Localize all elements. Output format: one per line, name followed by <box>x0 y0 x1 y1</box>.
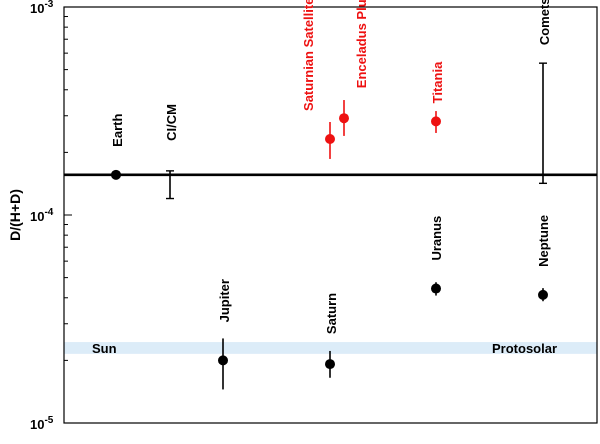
earth-label: Earth <box>110 114 125 147</box>
titania-marker <box>431 116 441 127</box>
y-tick-label: 10-4 <box>30 207 54 224</box>
enceladus-plume-label: Enceladus Plume <box>354 0 369 88</box>
neptune-marker <box>538 289 548 300</box>
protosolar-band <box>64 342 597 354</box>
comets-label: Comets <box>537 0 552 45</box>
jupiter-label: Jupiter <box>217 279 232 322</box>
band-label-left: Sun <box>92 341 117 356</box>
saturnian-satellites-marker <box>325 133 335 144</box>
jupiter-marker <box>218 355 228 366</box>
band-layer: Sun Protosolar <box>64 341 597 356</box>
enceladus-plume-marker <box>339 113 349 124</box>
ci-cm-label: CI/CM <box>164 104 179 141</box>
y-tick-label: 10-5 <box>30 415 54 432</box>
saturn-label: Saturn <box>324 293 339 334</box>
titania-label: Titania <box>430 61 445 103</box>
data-points <box>111 62 548 390</box>
y-axis: 10-3 10-4 10-5 <box>30 0 72 432</box>
uranus-marker <box>431 283 441 294</box>
y-axis-label: D/(H+D) <box>7 189 23 241</box>
saturnian-satellites-label: Saturnian Satellites <box>301 0 316 111</box>
uranus-label: Uranus <box>429 216 444 261</box>
saturn-marker <box>325 359 335 370</box>
earth-marker <box>111 169 121 180</box>
neptune-label: Neptune <box>536 215 551 267</box>
band-label-right: Protosolar <box>492 341 557 356</box>
y-tick-label: 10-3 <box>30 0 54 16</box>
point-labels: Earth CI/CM Jupiter Saturnian SatellitesSat… <box>110 0 552 334</box>
